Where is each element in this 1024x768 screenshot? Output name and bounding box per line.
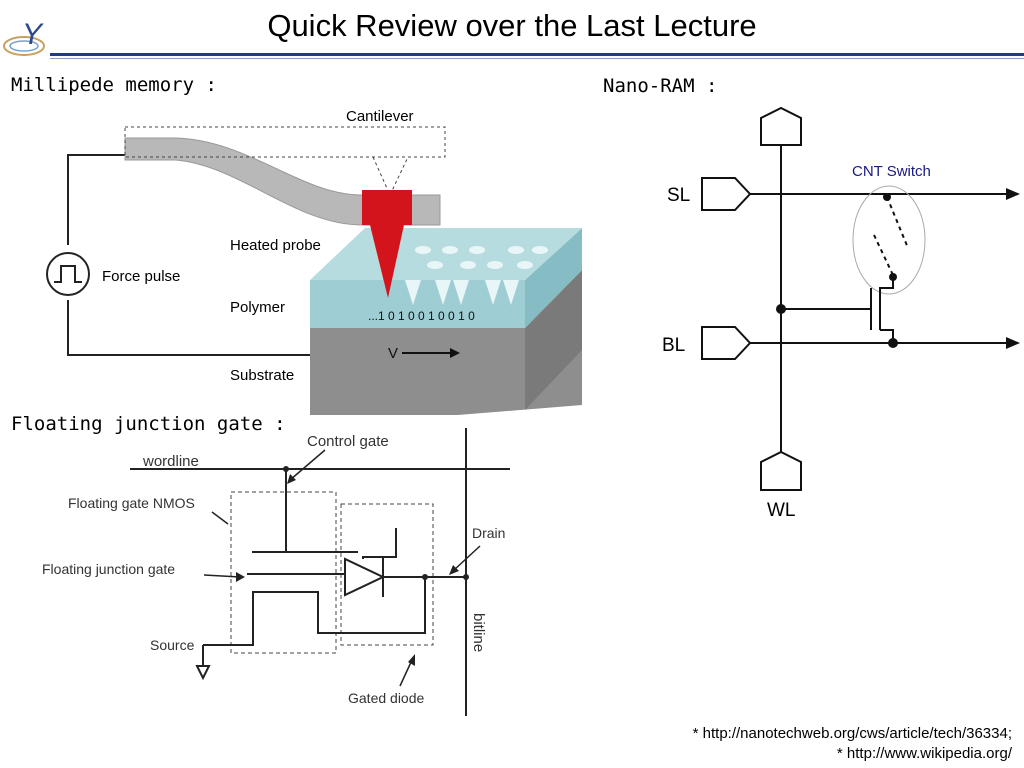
logo-letter: Y <box>22 18 44 51</box>
heated-probe-tip <box>370 225 404 298</box>
fjg-label: Floating junction gate : <box>11 413 286 435</box>
footer-ref-1: * http://nanotechweb.org/cws/article/tec… <box>692 725 1012 742</box>
cnt-switch-label: CNT Switch <box>852 163 931 180</box>
title-rule-thin <box>50 58 1024 59</box>
pad-bl <box>701 326 752 360</box>
wire-bottom <box>67 300 312 356</box>
polymer-front <box>310 280 525 328</box>
polymer-side <box>525 228 582 328</box>
footer-ref-2: * http://www.wikipedia.org/ <box>836 745 1012 762</box>
cantilever <box>124 137 441 226</box>
pad-wl <box>760 450 802 491</box>
force-pulse-label: Force pulse <box>102 268 180 285</box>
diode-icon <box>344 557 386 597</box>
millipede-diagram: Force pulse ...1 0 1 0 0 1 0 0 1 0 V Can… <box>46 108 582 415</box>
nanoram-diagram: WL SL BL CNT Switch <box>662 106 1020 521</box>
channel-path <box>203 577 426 646</box>
heated-probe-label: Heated probe <box>230 237 321 254</box>
title-rule <box>50 53 1024 56</box>
control-gate-label: Control gate <box>307 433 389 450</box>
bits-label: ...1 0 1 0 0 1 0 0 1 0 <box>368 309 475 323</box>
cantilever-label: Cantilever <box>346 108 414 125</box>
floating-junction-gate-label: Floating junction gate <box>42 561 175 577</box>
cnt-upper <box>886 196 909 249</box>
force-pulse-icon <box>46 252 90 296</box>
wordline-label: wordline <box>142 453 199 470</box>
logo: Y <box>2 14 52 60</box>
bl-label: BL <box>662 335 685 356</box>
pad-top <box>760 106 802 146</box>
fjg-diagram: wordline bitline Source Control gate Flo… <box>42 428 510 716</box>
ground-icon <box>195 665 211 681</box>
millipede-label: Millipede memory : <box>11 74 217 96</box>
cnt-ellipse <box>852 185 926 295</box>
nmos-box <box>230 491 337 654</box>
polymer-cones <box>405 280 519 305</box>
polymer-label: Polymer <box>230 299 285 316</box>
page-title: Quick Review over the Last Lecture <box>267 8 757 43</box>
nanoram-label: Nano-RAM : <box>603 75 718 97</box>
substrate-front <box>310 328 582 415</box>
floating-gate-nmos-label: Floating gate NMOS <box>68 495 195 511</box>
junction-bl <box>888 338 898 348</box>
bitline-label: bitline <box>470 613 487 652</box>
logo-icon: Y <box>3 18 45 56</box>
source-label: Source <box>150 637 195 653</box>
wire-top <box>67 154 125 245</box>
heated-probe-block <box>362 190 412 225</box>
drain-label: Drain <box>472 525 505 541</box>
cantilever-dashed <box>124 126 446 158</box>
cnt-lower <box>873 234 894 276</box>
pad-sl <box>701 177 752 211</box>
wl-label: WL <box>767 500 796 521</box>
gated-diode-label: Gated diode <box>348 690 424 706</box>
substrate-label: Substrate <box>230 367 294 384</box>
sl-label: SL <box>667 185 690 206</box>
polymer-pits <box>415 246 548 269</box>
velocity-label: V <box>388 345 398 362</box>
